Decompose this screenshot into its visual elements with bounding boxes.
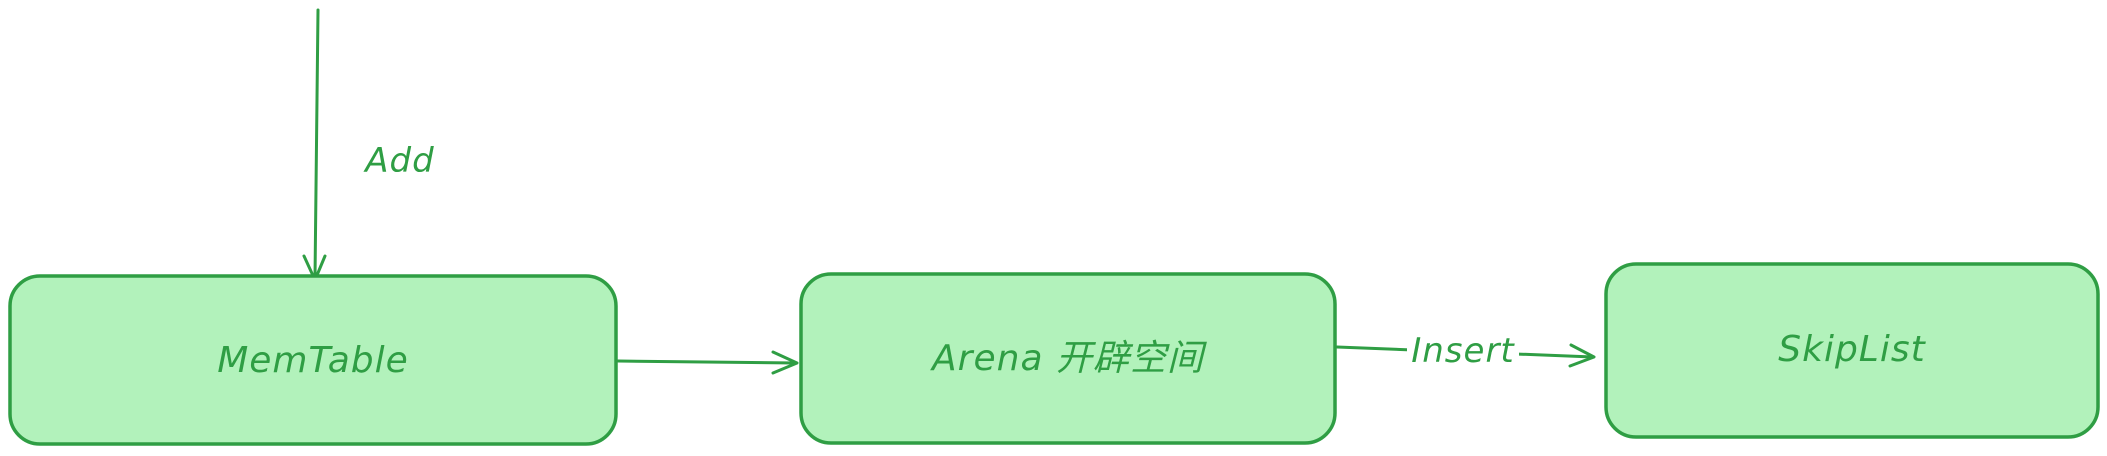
node-arena-box bbox=[799, 272, 1337, 445]
node-skiplist-label: SkipList bbox=[1778, 329, 1926, 370]
edge-memtable-arena-arrowhead bbox=[771, 350, 799, 375]
node-memtable-box bbox=[8, 274, 618, 446]
edge-add-line bbox=[313, 8, 320, 280]
edge-insert-label-bg bbox=[1407, 328, 1519, 368]
edge-memtable-arena[interactable] bbox=[616, 350, 799, 375]
edge-add[interactable] bbox=[302, 8, 327, 282]
edge-add-label: Add bbox=[363, 141, 434, 181]
node-arena[interactable]: Arena 开辟空间 bbox=[799, 272, 1337, 445]
node-memtable-label: MemTable bbox=[217, 340, 409, 381]
edge-insert-label: Insert bbox=[1411, 331, 1515, 371]
node-skiplist[interactable]: SkipList bbox=[1604, 262, 2100, 439]
edge-memtable-arena-line bbox=[616, 359, 798, 365]
node-skiplist-box bbox=[1604, 262, 2100, 439]
node-memtable[interactable]: MemTable bbox=[8, 274, 618, 446]
node-arena-label: Arena 开辟空间 bbox=[930, 338, 1207, 379]
edge-arena-skiplist-arrowhead bbox=[1568, 343, 1596, 368]
